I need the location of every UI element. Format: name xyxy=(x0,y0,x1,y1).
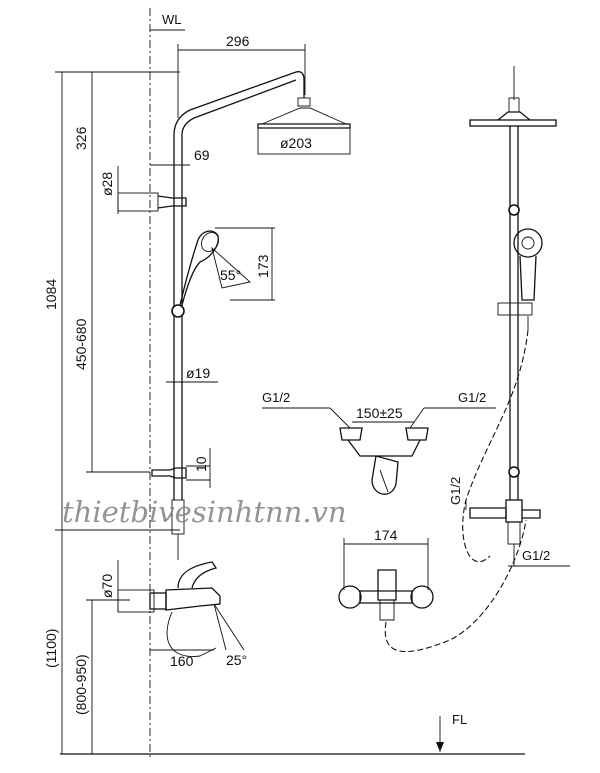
inlet-right-label: G1/2 xyxy=(458,390,486,405)
reference-lines: WL FL xyxy=(60,8,525,760)
bottom-bracket-label: 10 xyxy=(193,456,209,472)
left-dimensions: 1084 326 450-680 (1100) (800-950) xyxy=(43,71,180,754)
spout-angle-label: 25° xyxy=(226,652,247,668)
inlet-spacing-label: 150±25 xyxy=(356,405,403,421)
outlet-bottom-label: G1/2 xyxy=(522,548,550,563)
side-view-shower-column: 296 ø203 69 ø28 55° 173 xyxy=(99,33,351,560)
wall-label: WL xyxy=(162,12,182,27)
rail-diameter-label: ø19 xyxy=(186,365,210,381)
head-diameter-label: ø203 xyxy=(280,135,312,151)
hand-shower-length-label: 173 xyxy=(255,254,271,278)
mixer-width-label: 174 xyxy=(374,527,398,543)
watermark: thietbivesinhtnn.vn xyxy=(62,495,347,529)
front-view-mixer-body: 174 xyxy=(338,519,527,653)
mixer-height-range-label: (800-950) xyxy=(73,654,89,715)
floor-label: FL xyxy=(452,712,467,727)
hand-shower-angle-label: 55° xyxy=(220,267,241,283)
slide-range-label: 450-680 xyxy=(73,318,89,370)
top-offset-label: 326 xyxy=(73,126,89,150)
front-view-shower-column: G1/2 G1/2 xyxy=(448,66,570,567)
mixer-height-label: (1100) xyxy=(43,629,59,668)
bracket-diameter-label: ø28 xyxy=(99,172,115,196)
front-view-mixer-inlets: G1/2 G1/2 150±25 xyxy=(262,390,496,495)
total-height-label: 1084 xyxy=(43,279,59,310)
bracket-offset-label: 69 xyxy=(194,147,210,163)
side-view-mixer: ø70 25° 160 xyxy=(99,560,247,669)
spout-length-label: 160 xyxy=(170,653,194,669)
arm-length-label: 296 xyxy=(226,33,250,49)
inlet-left-label: G1/2 xyxy=(262,390,290,405)
mixer-diameter-label: ø70 xyxy=(99,574,115,598)
outlet-side-label: G1/2 xyxy=(448,477,463,505)
